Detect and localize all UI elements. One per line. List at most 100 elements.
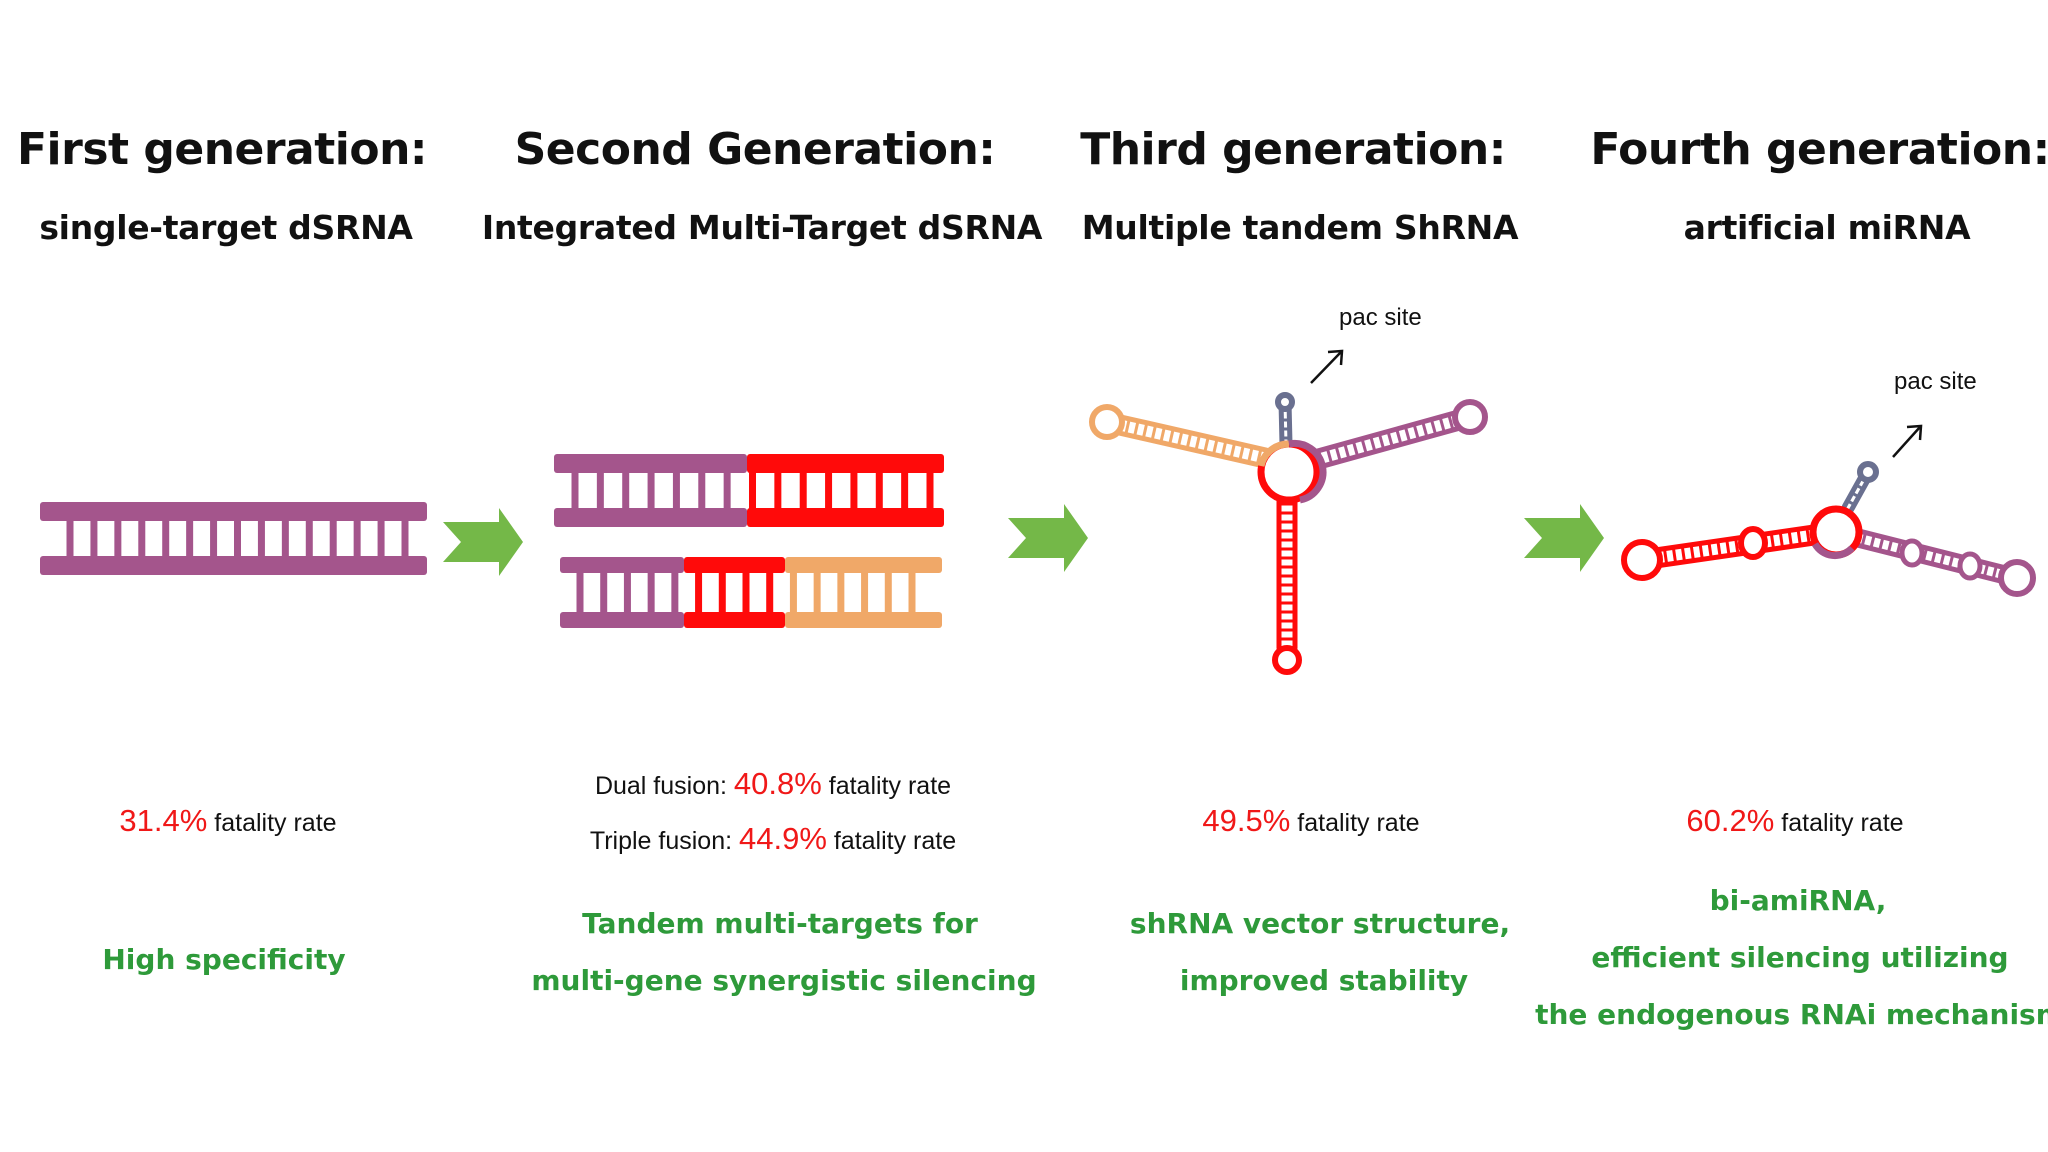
mirna-pac-hairpin-loop <box>1857 461 1879 483</box>
shrna-orange-arm-base-pair <box>1151 426 1157 439</box>
gen3-benefit-1: shRNA vector structure, <box>1129 907 1511 940</box>
arrow-1 <box>443 508 523 576</box>
pac-site-arrowhead-4 <box>1906 424 1923 441</box>
triple-strand-purple-bottom <box>560 612 684 628</box>
shrna-orange-arm-base-pair <box>1247 448 1254 461</box>
dual-strand-purple-bottom <box>554 508 747 527</box>
gen3-stat: 49.5% fatality rate <box>1202 803 1419 839</box>
mirna-purple-arm-base-pair <box>1896 543 1902 554</box>
shrna-purple-arm-base-pair <box>1447 416 1454 429</box>
gen4-subtitle: artificial miRNA <box>1683 208 1971 247</box>
mirna-red-arm-base-pair <box>1663 550 1668 563</box>
mirna-junction-purple <box>1811 542 1855 560</box>
shrna-orange-arm-base-pair <box>1186 434 1192 447</box>
dual-strand-red-top <box>747 454 944 473</box>
shrna-orange-arm-base-pair <box>1256 450 1262 463</box>
shrna-orange-arm-strand <box>1120 415 1270 453</box>
arrow-2 <box>1008 504 1088 572</box>
gen4-benefit-2: efficient silencing utilizing <box>1591 941 2009 974</box>
shrna-purple-arm-base-pair <box>1369 437 1376 451</box>
shrna-purple-arm-strand <box>1310 410 1456 455</box>
mirna-purple-bulge-2 <box>1957 551 1983 581</box>
gen2-subtitle: Integrated Multi-Target dSRNA <box>481 208 1043 247</box>
pac-site-label-4: pac site <box>1894 368 1977 395</box>
stat-suffix: fatality rate <box>1774 809 1904 837</box>
mirna-red-bulge <box>1738 526 1768 560</box>
mirna-pac-hairpin-strand <box>1848 478 1871 513</box>
mirna-purple-arm-loop <box>1998 559 2036 597</box>
triple-strand-orange-top <box>785 557 942 573</box>
mirna-purple-arm-base-pair <box>1869 536 1876 547</box>
mirna-red-arm-base-pair <box>1787 532 1793 545</box>
shrna-purple-arm-base-pair <box>1352 442 1359 455</box>
mirna-purple-arm-base-pair <box>1922 549 1928 561</box>
mirna-red-arm-base-pair <box>1778 533 1784 546</box>
triple-strand-orange-bottom <box>785 612 942 628</box>
mirna-purple-bulge-1 <box>1899 538 1925 568</box>
dsrna1-bottom-strand <box>40 556 427 575</box>
triple-strand-purple-top <box>560 557 684 573</box>
stat-prefix: Dual fusion: <box>594 772 734 800</box>
shrna-orange-arm-base-pair <box>1203 438 1210 451</box>
shrna-purple-arm-strand <box>1314 426 1461 471</box>
gen2-title: Second Generation: <box>514 124 996 175</box>
shrna-orange-arm-strand <box>1117 430 1266 469</box>
shrna-orange-arm-base-pair <box>1177 432 1183 445</box>
mirna-red-arm-base-pair <box>1707 543 1713 557</box>
mirna-red-arm-base-pair <box>1689 546 1695 559</box>
shrna-orange-arm-base-pair <box>1238 446 1245 459</box>
shrna-purple-arm-base-pair <box>1378 435 1385 448</box>
shrna-purple-arm-base-pair <box>1387 432 1394 446</box>
shrna-purple-arm-base-pair <box>1439 418 1446 431</box>
gen3-title: Third generation: <box>1080 124 1506 175</box>
shrna-purple-arm-base-pair <box>1421 423 1428 436</box>
shrna-purple-arm-base-pair <box>1361 440 1368 453</box>
shrna-orange-arm-base-pair <box>1194 436 1201 449</box>
mirna-purple-arm-base-pair <box>1861 534 1867 545</box>
stat-suffix: fatality rate <box>207 809 337 837</box>
mirna-purple-arm-base-pair <box>1983 564 1989 576</box>
gen4-benefit-3: the endogenous RNAi mechanism <box>1535 998 2048 1031</box>
mirna-pac-hairpin-base-pair <box>1852 492 1858 498</box>
shrna-orange-arm-base-pair <box>1142 424 1148 437</box>
gen3-subtitle: Multiple tandem ShRNA <box>1081 208 1519 247</box>
mirna-red-arm-loop <box>1621 539 1663 581</box>
arrow-3 <box>1524 504 1604 572</box>
pac-site-arrow-4 <box>1892 426 1921 458</box>
stat-value: 44.9% <box>739 821 827 856</box>
gen2-stat-triple: Triple fusion: 44.9% fatality rate <box>590 821 956 857</box>
shrna-orange-arm-base-pair <box>1212 440 1219 453</box>
shrna-orange-arm-base-pair <box>1159 428 1166 441</box>
mirna-red-arm-base-pair <box>1716 542 1722 555</box>
triple-strand-red-top <box>684 557 785 573</box>
shrna-orange-arm-loop <box>1089 404 1125 440</box>
dual-strand-purple-top <box>554 454 747 473</box>
mirna-red-arm-base-pair <box>1672 549 1677 562</box>
shrna-purple-arm-loop <box>1452 399 1488 435</box>
stat-value: 40.8% <box>733 766 822 801</box>
pac-site-arrowhead-3 <box>1327 349 1344 366</box>
shrna-orange-arm-base-pair <box>1133 422 1140 435</box>
mirna-pac-hairpin-base-pair <box>1857 484 1863 490</box>
shrna-pac-hairpin-loop <box>1275 392 1295 412</box>
mirna-pac-hairpin-strand <box>1842 474 1864 509</box>
shrna-orange-arm-base-pair <box>1221 442 1227 455</box>
gen1-subtitle: single-target dSRNA <box>39 208 413 247</box>
mirna-purple-arm-base-pair <box>1992 567 1998 578</box>
mirna-red-arm-strand <box>1658 540 1818 568</box>
gen2-benefit-1: Tandem multi-targets for <box>582 907 978 940</box>
gen4-stat: 60.2% fatality rate <box>1686 803 1903 839</box>
mirna-red-arm-base-pair <box>1725 541 1731 554</box>
mirna-red-arm-base-pair <box>1770 534 1775 548</box>
stat-value: 31.4% <box>119 803 208 838</box>
shrna-purple-arm-base-pair <box>1326 449 1333 463</box>
stat-suffix: fatality rate <box>821 772 952 800</box>
mirna-purple-arm-base-pair <box>1948 556 1954 567</box>
shrna-junction-orange <box>1257 440 1290 467</box>
shrna-purple-arm-base-pair <box>1404 428 1411 441</box>
stat-suffix: fatality rate <box>1290 809 1420 837</box>
shrna-purple-arm-base-pair <box>1413 425 1420 439</box>
gen3-benefit-2: improved stability <box>1179 964 1469 997</box>
triple-strand-red-bottom <box>684 612 785 628</box>
mirna-purple-arm-base-pair <box>1887 540 1893 552</box>
